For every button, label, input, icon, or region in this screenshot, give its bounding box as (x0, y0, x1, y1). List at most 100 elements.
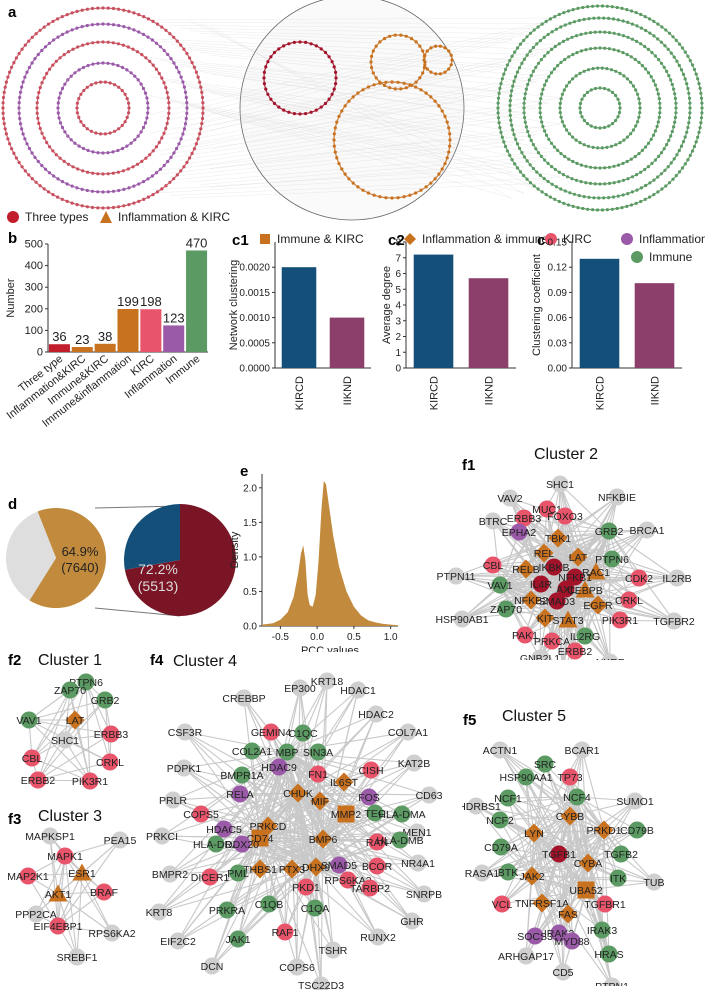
panel-a-link (179, 34, 525, 123)
node-label: TUB (644, 877, 665, 889)
right-ring-4-node (539, 115, 543, 119)
node: RUNX2 (360, 928, 396, 946)
node-diamond (532, 893, 552, 913)
right-ring-3-node (674, 111, 678, 115)
mid-ring-orange1-node (393, 33, 397, 37)
right-ring-4-node (655, 87, 659, 92)
node-label: SHC1 (51, 735, 79, 747)
left-ring-5-node (99, 80, 103, 84)
node-circle (499, 863, 517, 881)
legend-item: Inflammation & immune (403, 232, 548, 246)
left-ring-2-node (96, 190, 100, 194)
mid-ring-orange3-node (448, 132, 452, 136)
left-ring-1-node (6, 75, 10, 79)
panel-a-link (149, 166, 525, 191)
node: ERBB3 (94, 725, 128, 743)
right-ring-3-node (617, 180, 621, 184)
node-circle (484, 556, 502, 574)
left-ring-2-node (65, 182, 69, 186)
node-label: RASA1 (465, 868, 500, 880)
node: C1QA (301, 899, 329, 917)
right-ring-3-node (650, 51, 654, 55)
left-ring-3-node (62, 159, 66, 163)
bar (163, 325, 185, 352)
right-ring-1-outline (497, 5, 703, 211)
node: PKD1 (292, 878, 320, 896)
node-square (337, 805, 355, 823)
node-circle (294, 724, 312, 742)
right-ring-1-node (548, 17, 553, 21)
mid-ring-orange3-node (351, 95, 355, 99)
bar (281, 267, 317, 368)
edge (576, 796, 638, 831)
node-label: HLA-DMA (378, 809, 425, 821)
node-label: PRKCI (146, 831, 178, 843)
left-ring-3-node (35, 101, 39, 105)
left-ring-2-node (137, 182, 141, 186)
panel-a-link (189, 113, 525, 164)
edge (297, 792, 413, 922)
node-label: NKRF (596, 657, 625, 660)
node-label: IL4R (530, 579, 553, 591)
left-ring-1-node (12, 61, 16, 65)
edge (177, 837, 261, 942)
left-ring-5-node (89, 83, 93, 87)
left-ring-3-node (71, 165, 75, 169)
node-circle (103, 924, 121, 942)
node-label: PTPN1 (595, 981, 629, 986)
node-circle (556, 507, 574, 525)
right-ring-6-node (598, 86, 602, 90)
right-ring-3-outline (523, 31, 677, 185)
right-ring-1-node (522, 38, 526, 43)
left-ring-4-node (141, 86, 146, 91)
left-ring-2-node (127, 26, 131, 30)
right-ring-4-node (544, 79, 549, 83)
node: JAK1 (225, 930, 251, 948)
node-circle (665, 612, 683, 630)
node-circle (561, 768, 579, 786)
left-ring-1-node (4, 80, 8, 84)
panel-a-link (199, 108, 525, 194)
left-ring-3-node (38, 126, 42, 130)
panel-label-a: a (8, 4, 17, 21)
edge (541, 829, 605, 904)
right-ring-1-node (698, 86, 702, 90)
right-ring-3-node (603, 182, 607, 186)
panel-a-link (159, 172, 513, 193)
left-ring-4-node (146, 106, 150, 110)
legend-label: Inflammation (639, 232, 705, 246)
node-diamond (65, 710, 85, 730)
left-ring-3-node (162, 81, 166, 85)
mid-ring-orange2-node (443, 70, 447, 74)
mid-ring-orange3-node (343, 104, 347, 108)
right-ring-3-node (543, 54, 547, 58)
left-ring-2-node (27, 146, 31, 151)
node: ARHGAP17 (498, 947, 554, 965)
circle-marker-icon (621, 233, 633, 245)
panel-a-link (189, 150, 561, 183)
node: TUB (644, 873, 665, 891)
node: VCL (492, 895, 512, 913)
node-label: CREBBP (222, 693, 265, 705)
right-ring-1-node (688, 153, 692, 157)
edge (286, 680, 328, 753)
right-ring-1-node (499, 130, 503, 134)
node-circle (169, 932, 187, 950)
mid-ring-orange3-node (447, 126, 451, 130)
node-circle (550, 924, 568, 942)
left-ring-4-node (96, 61, 100, 65)
edge (499, 749, 578, 798)
right-ring-1-node (503, 67, 508, 72)
right-ring-4-node (598, 166, 602, 170)
mid-ring-orange3-node (424, 91, 428, 95)
right-ring-4-node (552, 145, 557, 149)
node: BMPR2 (152, 865, 188, 883)
right-ring-1-node (699, 121, 703, 125)
bar (117, 309, 139, 352)
right-ring-4-node (567, 55, 571, 59)
node-circle (548, 592, 566, 610)
node: RAC1 (582, 562, 610, 580)
node-label: SUMO1 (616, 796, 654, 808)
right-ring-1-node (600, 4, 605, 8)
pie-left-slice (6, 511, 57, 601)
